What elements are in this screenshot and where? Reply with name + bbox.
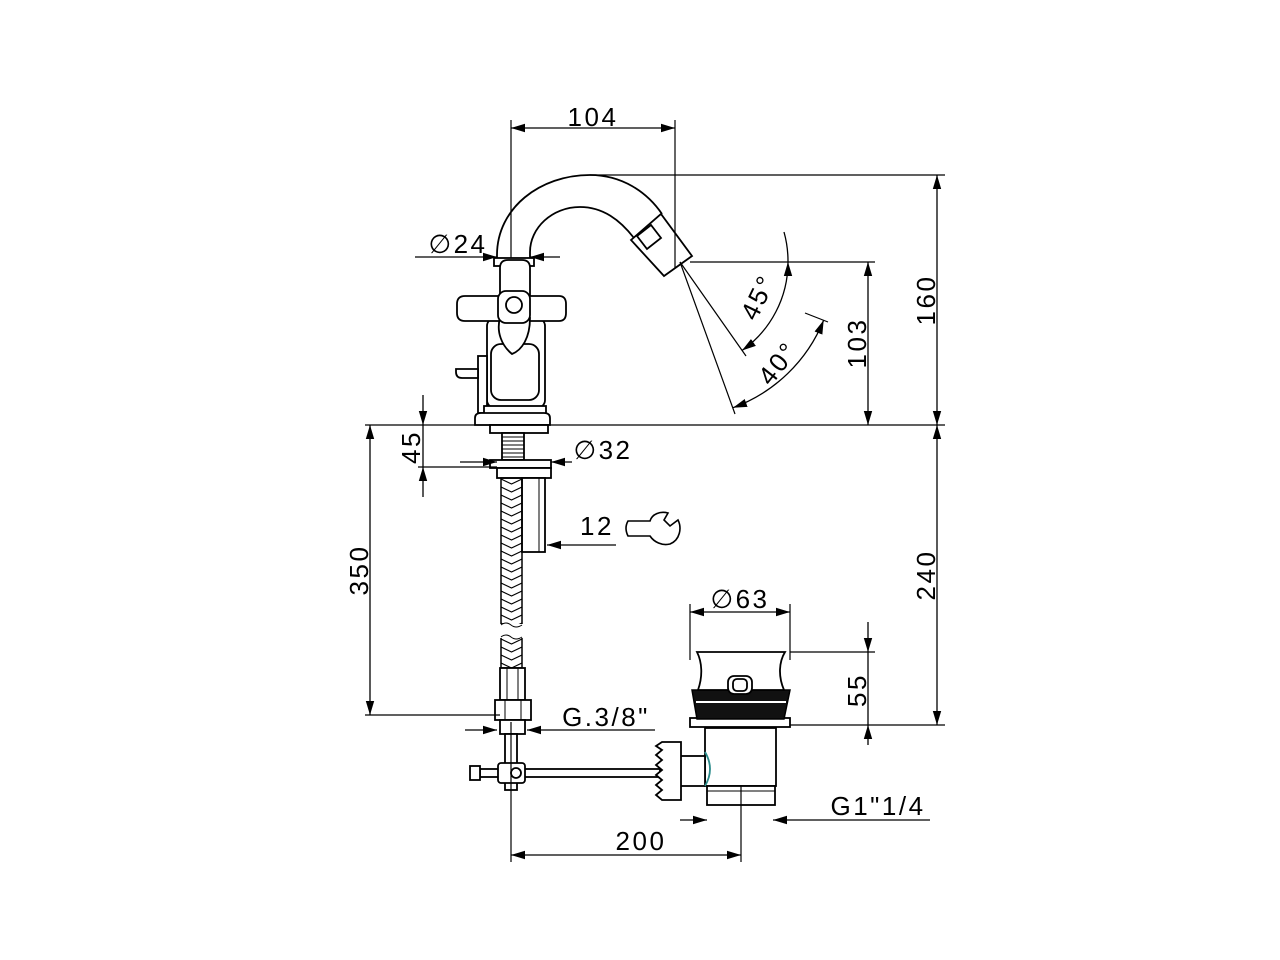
spray-ray-tick xyxy=(804,312,829,323)
label-spout-diameter: ∅24 xyxy=(428,229,487,259)
hose-break-gap xyxy=(499,624,524,638)
waste-plug-cap xyxy=(695,651,787,691)
label-angle-lower: 40° xyxy=(752,335,804,390)
clamp-screw xyxy=(510,767,522,779)
handle-cap xyxy=(505,296,523,314)
nozzle-aerator xyxy=(635,223,663,251)
label-waste-offset: 200 xyxy=(616,826,667,856)
pop-up-linkage xyxy=(469,733,661,791)
dimension-labels: 104 ∅24 45° 40° 103 160 45 ∅32 12 350 24… xyxy=(344,102,941,856)
dimension-lines xyxy=(365,123,942,860)
label-hose-length: 350 xyxy=(344,545,374,596)
cross-handle xyxy=(456,259,567,356)
rod-end-stop xyxy=(469,765,481,781)
label-waste-diameter: ∅63 xyxy=(710,584,769,614)
angle-arc-40 xyxy=(732,319,825,409)
under-deck-fittings xyxy=(489,424,552,735)
handle-left-arm xyxy=(456,295,503,322)
fixing-washer xyxy=(489,459,552,469)
braided-hose xyxy=(500,477,523,669)
label-waste-depth: 240 xyxy=(911,550,941,601)
spout-inner-curve xyxy=(529,206,635,262)
label-nozzle-height: 103 xyxy=(842,318,872,369)
label-deck-thickness: 45 xyxy=(396,430,426,464)
spray-ray-lower xyxy=(679,261,736,415)
handle-right-arm xyxy=(527,295,567,322)
handle-lower-arm xyxy=(497,317,531,356)
base-ring xyxy=(474,412,551,426)
label-wrench-size: 12 xyxy=(580,511,614,541)
hex-nut-flats xyxy=(506,668,519,700)
hose-end xyxy=(499,719,526,735)
extension-lines xyxy=(365,120,945,862)
connector-nut-flats xyxy=(504,700,522,720)
plug-slot-inner xyxy=(732,678,748,692)
pivot-housing xyxy=(679,755,706,787)
hose-break-marks xyxy=(500,622,523,640)
hose-connector-nut xyxy=(494,699,532,721)
lift-rod-housing xyxy=(477,355,488,414)
label-spout-reach: 104 xyxy=(568,102,619,132)
pop-up-waste xyxy=(654,651,791,806)
pivot-nut xyxy=(654,741,682,801)
label-total-height: 160 xyxy=(911,275,941,326)
handle-top-arm xyxy=(499,259,531,301)
pivot-seal xyxy=(704,751,711,787)
label-hose-thread: G.3/8" xyxy=(562,702,650,732)
label-waste-height: 55 xyxy=(842,673,872,707)
shank-threads xyxy=(502,436,524,458)
fixing-nut xyxy=(496,467,552,479)
wrench-icon xyxy=(625,511,681,546)
deck-gasket xyxy=(489,424,549,434)
label-angle-upper: 45° xyxy=(734,269,781,324)
spray-angle-construction xyxy=(679,231,829,415)
faucet-body xyxy=(455,317,551,426)
waste-body xyxy=(704,727,777,787)
label-waste-thread: G1"1/4 xyxy=(830,791,925,821)
spout-outer-curve xyxy=(496,174,663,266)
label-shank-diameter: ∅32 xyxy=(573,435,632,465)
tie-rod-sleeve xyxy=(521,477,546,553)
angle-arc-extension xyxy=(783,231,789,263)
hose-hex-nut xyxy=(499,667,526,701)
lift-rod-knob xyxy=(455,368,479,379)
